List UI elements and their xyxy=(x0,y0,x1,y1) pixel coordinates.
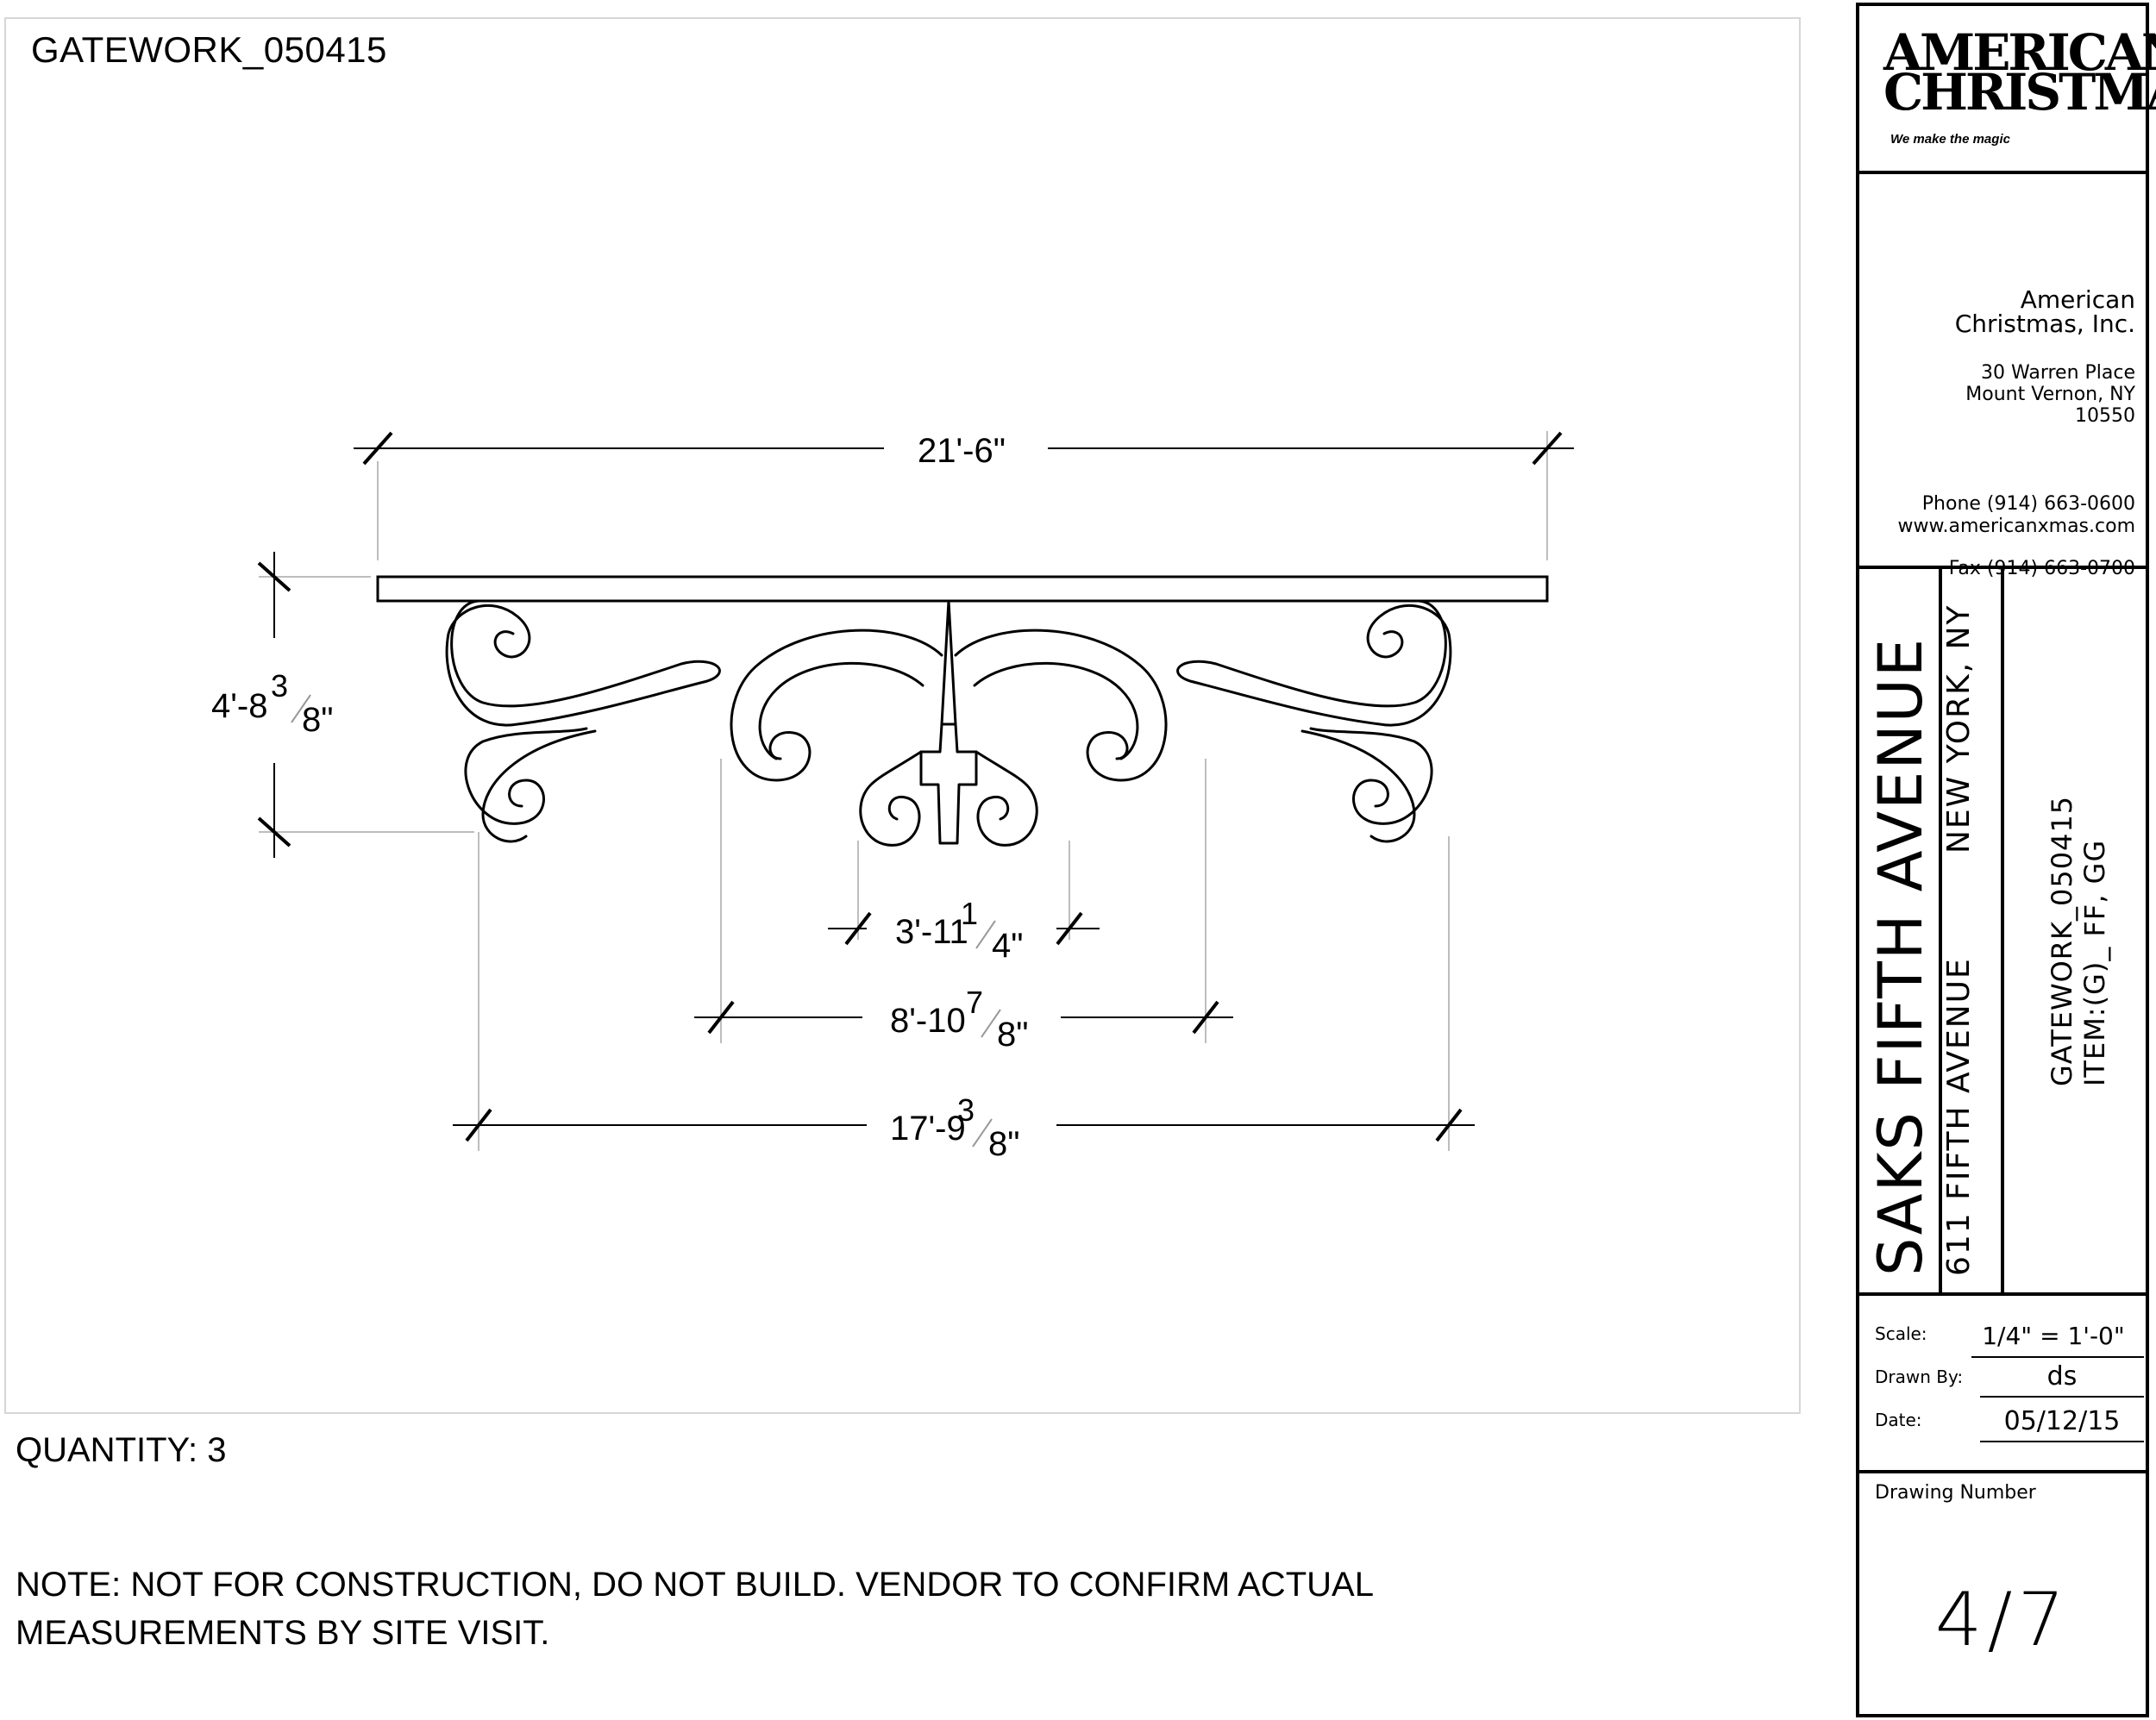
left-top-scroll xyxy=(445,599,721,727)
date-label: Date: xyxy=(1875,1410,1922,1430)
address-zip: 10550 xyxy=(2075,405,2135,427)
inner-dimension-main: 8'-10 xyxy=(890,1002,966,1040)
date-underline xyxy=(1980,1441,2144,1442)
logo-line-american: AMERICAN xyxy=(1883,23,2156,82)
viewport-frame xyxy=(4,17,1801,1414)
company-website: www.americanxmas.com xyxy=(1897,516,2135,537)
scroll-ornament xyxy=(445,599,1452,847)
scale-underline xyxy=(1971,1356,2144,1358)
base-dimension-main: 17'-9 xyxy=(890,1110,966,1148)
extension-lines xyxy=(259,431,1548,1151)
logo-tagline: We make the magic xyxy=(1890,132,2010,147)
logo-line-christmas: CHRISTMAS xyxy=(1883,63,2156,122)
center-dimension-main: 3'-11 xyxy=(895,913,968,951)
company-contact: Phone (914) 663-0600 Fax (914) 663-0700 xyxy=(1922,450,2135,622)
right-bottom-scroll xyxy=(1309,727,1433,825)
dimension-lines xyxy=(257,431,1574,1151)
project-divider-2 xyxy=(2001,569,2004,1292)
top-beam xyxy=(376,575,1549,603)
base-dimension-numerator: 3 xyxy=(957,1092,975,1128)
project-client-name: SAKS FIFTH AVENUE xyxy=(1865,636,1936,1276)
company-info: American Christmas, Inc. 30 Warren Place… xyxy=(1859,174,2146,579)
center-dimension-denominator: 4" xyxy=(992,927,1023,965)
drawing-number-label: Drawing Number xyxy=(1875,1482,2036,1504)
scale-value: 1/4" = 1'-0" xyxy=(1982,1322,2125,1350)
height-dimension-numerator: 3 xyxy=(271,668,288,704)
project-drawing-code: GATEWORK_050415 xyxy=(2046,795,2078,1086)
drawn-by-value: ds xyxy=(2046,1361,2078,1392)
left-pendant-curl xyxy=(859,750,923,847)
left-bottom-scroll xyxy=(464,727,588,825)
scale-label: Scale: xyxy=(1875,1323,1927,1344)
drawn-by-underline xyxy=(1980,1396,2144,1398)
project-item: ITEM:(G)_ FF, GG xyxy=(2078,839,2111,1086)
title-block: AMERICAN CHRISTMAS We make the magic Ame… xyxy=(1856,3,2156,1717)
left-mid-scroll xyxy=(730,629,943,782)
center-pendant-tip xyxy=(919,722,978,845)
company-address: 30 Warren Place Mount Vernon, NY 10550 xyxy=(1965,362,2135,427)
height-dimension-denominator: 8" xyxy=(302,701,333,739)
address-line1: 30 Warren Place xyxy=(1981,362,2135,384)
center-dimension-numerator: 1 xyxy=(961,896,978,931)
company-name-line2: Christmas, Inc. xyxy=(1954,310,2135,338)
drawing-number-cell: Drawing Number 4/7 xyxy=(1859,1473,2146,1717)
drawn-by-label: Drawn By: xyxy=(1875,1367,1964,1387)
project-address: 611 FIFTH AVENUE xyxy=(1941,957,1977,1276)
project-city: NEW YORK, NY xyxy=(1941,604,1977,854)
drawing-id-label: GATEWORK_050415 xyxy=(31,29,387,70)
phone-number: Phone (914) 663-0600 xyxy=(1921,493,2135,515)
drawing-number-value: 4/7 xyxy=(1934,1577,2071,1663)
right-mid-inner xyxy=(973,661,1139,760)
overall-width-dimension: 21'-6" xyxy=(918,432,1006,470)
inner-dimension-numerator: 7 xyxy=(966,985,983,1020)
quantity-label: QUANTITY: 3 xyxy=(16,1431,227,1469)
base-dimension-denominator: 8" xyxy=(988,1125,1019,1163)
company-name-line1: American xyxy=(2020,285,2135,314)
center-pendant-stem xyxy=(940,599,957,726)
construction-note: NOTE: NOT FOR CONSTRUCTION, DO NOT BUILD… xyxy=(16,1566,1373,1652)
right-bottom-curl xyxy=(1300,729,1416,843)
date-value: 05/12/15 xyxy=(2003,1406,2121,1436)
right-top-scroll xyxy=(1176,599,1452,727)
address-line2: Mount Vernon, NY xyxy=(1965,384,2135,405)
project-info: SAKS FIFTH AVENUE 611 FIFTH AVENUE NEW Y… xyxy=(1859,569,2146,1296)
inner-dimension-denominator: 8" xyxy=(997,1016,1028,1054)
fax-number: Fax (914) 663-0700 xyxy=(1948,558,2135,579)
company-logo: AMERICAN CHRISTMAS We make the magic xyxy=(1859,6,2156,174)
project-divider-1 xyxy=(1939,569,1942,1292)
gatework-elevation-drawing: 21'-6" 4'-8 3 8" 3'-11 1 4" 8'-10 7 8" 1… xyxy=(211,431,1574,1163)
left-mid-inner xyxy=(758,661,924,760)
right-mid-scroll xyxy=(954,629,1168,782)
right-pendant-curl xyxy=(975,750,1038,847)
left-bottom-curl xyxy=(481,729,597,843)
height-dimension-main: 4'-8 xyxy=(211,687,267,725)
company-name: American Christmas, Inc. xyxy=(1955,288,2135,336)
drawing-info: Scale: 1/4" = 1'-0" Drawn By: ds Date: 0… xyxy=(1859,1296,2146,1473)
